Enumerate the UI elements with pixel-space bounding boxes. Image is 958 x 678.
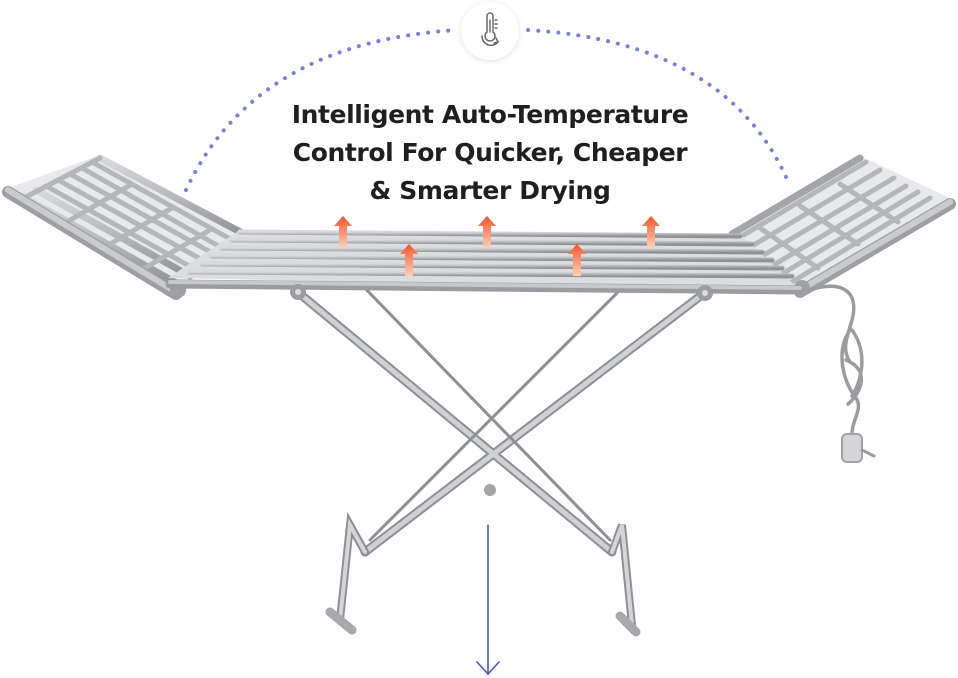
power-cord-with-plug bbox=[808, 284, 876, 463]
feature-headline: Intelligent Auto-Temperature Control For… bbox=[240, 96, 740, 210]
dotted-arc-left bbox=[184, 28, 460, 192]
hinge-pivot bbox=[484, 484, 496, 496]
heat-up-arrow-icon bbox=[478, 216, 496, 248]
left-folding-wing bbox=[2, 154, 252, 300]
headline-line-3: & Smarter Drying bbox=[369, 176, 611, 205]
central-heated-rails bbox=[165, 229, 805, 301]
right-folding-wing bbox=[728, 154, 956, 298]
thermometer-refresh-icon bbox=[461, 2, 519, 60]
heat-up-arrow-icon bbox=[334, 216, 352, 248]
heat-up-arrow-icon bbox=[642, 216, 660, 248]
heat-arrows bbox=[334, 216, 660, 276]
dotted-arc-right bbox=[526, 28, 792, 188]
x-frame-legs bbox=[295, 240, 708, 637]
headline-line-1: Intelligent Auto-Temperature bbox=[291, 100, 689, 129]
headline-line-2: Control For Quicker, Cheaper bbox=[292, 138, 688, 167]
heat-up-arrow-icon bbox=[568, 244, 586, 276]
scroll-down-arrow-icon[interactable] bbox=[476, 524, 500, 676]
heat-up-arrow-icon bbox=[400, 244, 418, 276]
